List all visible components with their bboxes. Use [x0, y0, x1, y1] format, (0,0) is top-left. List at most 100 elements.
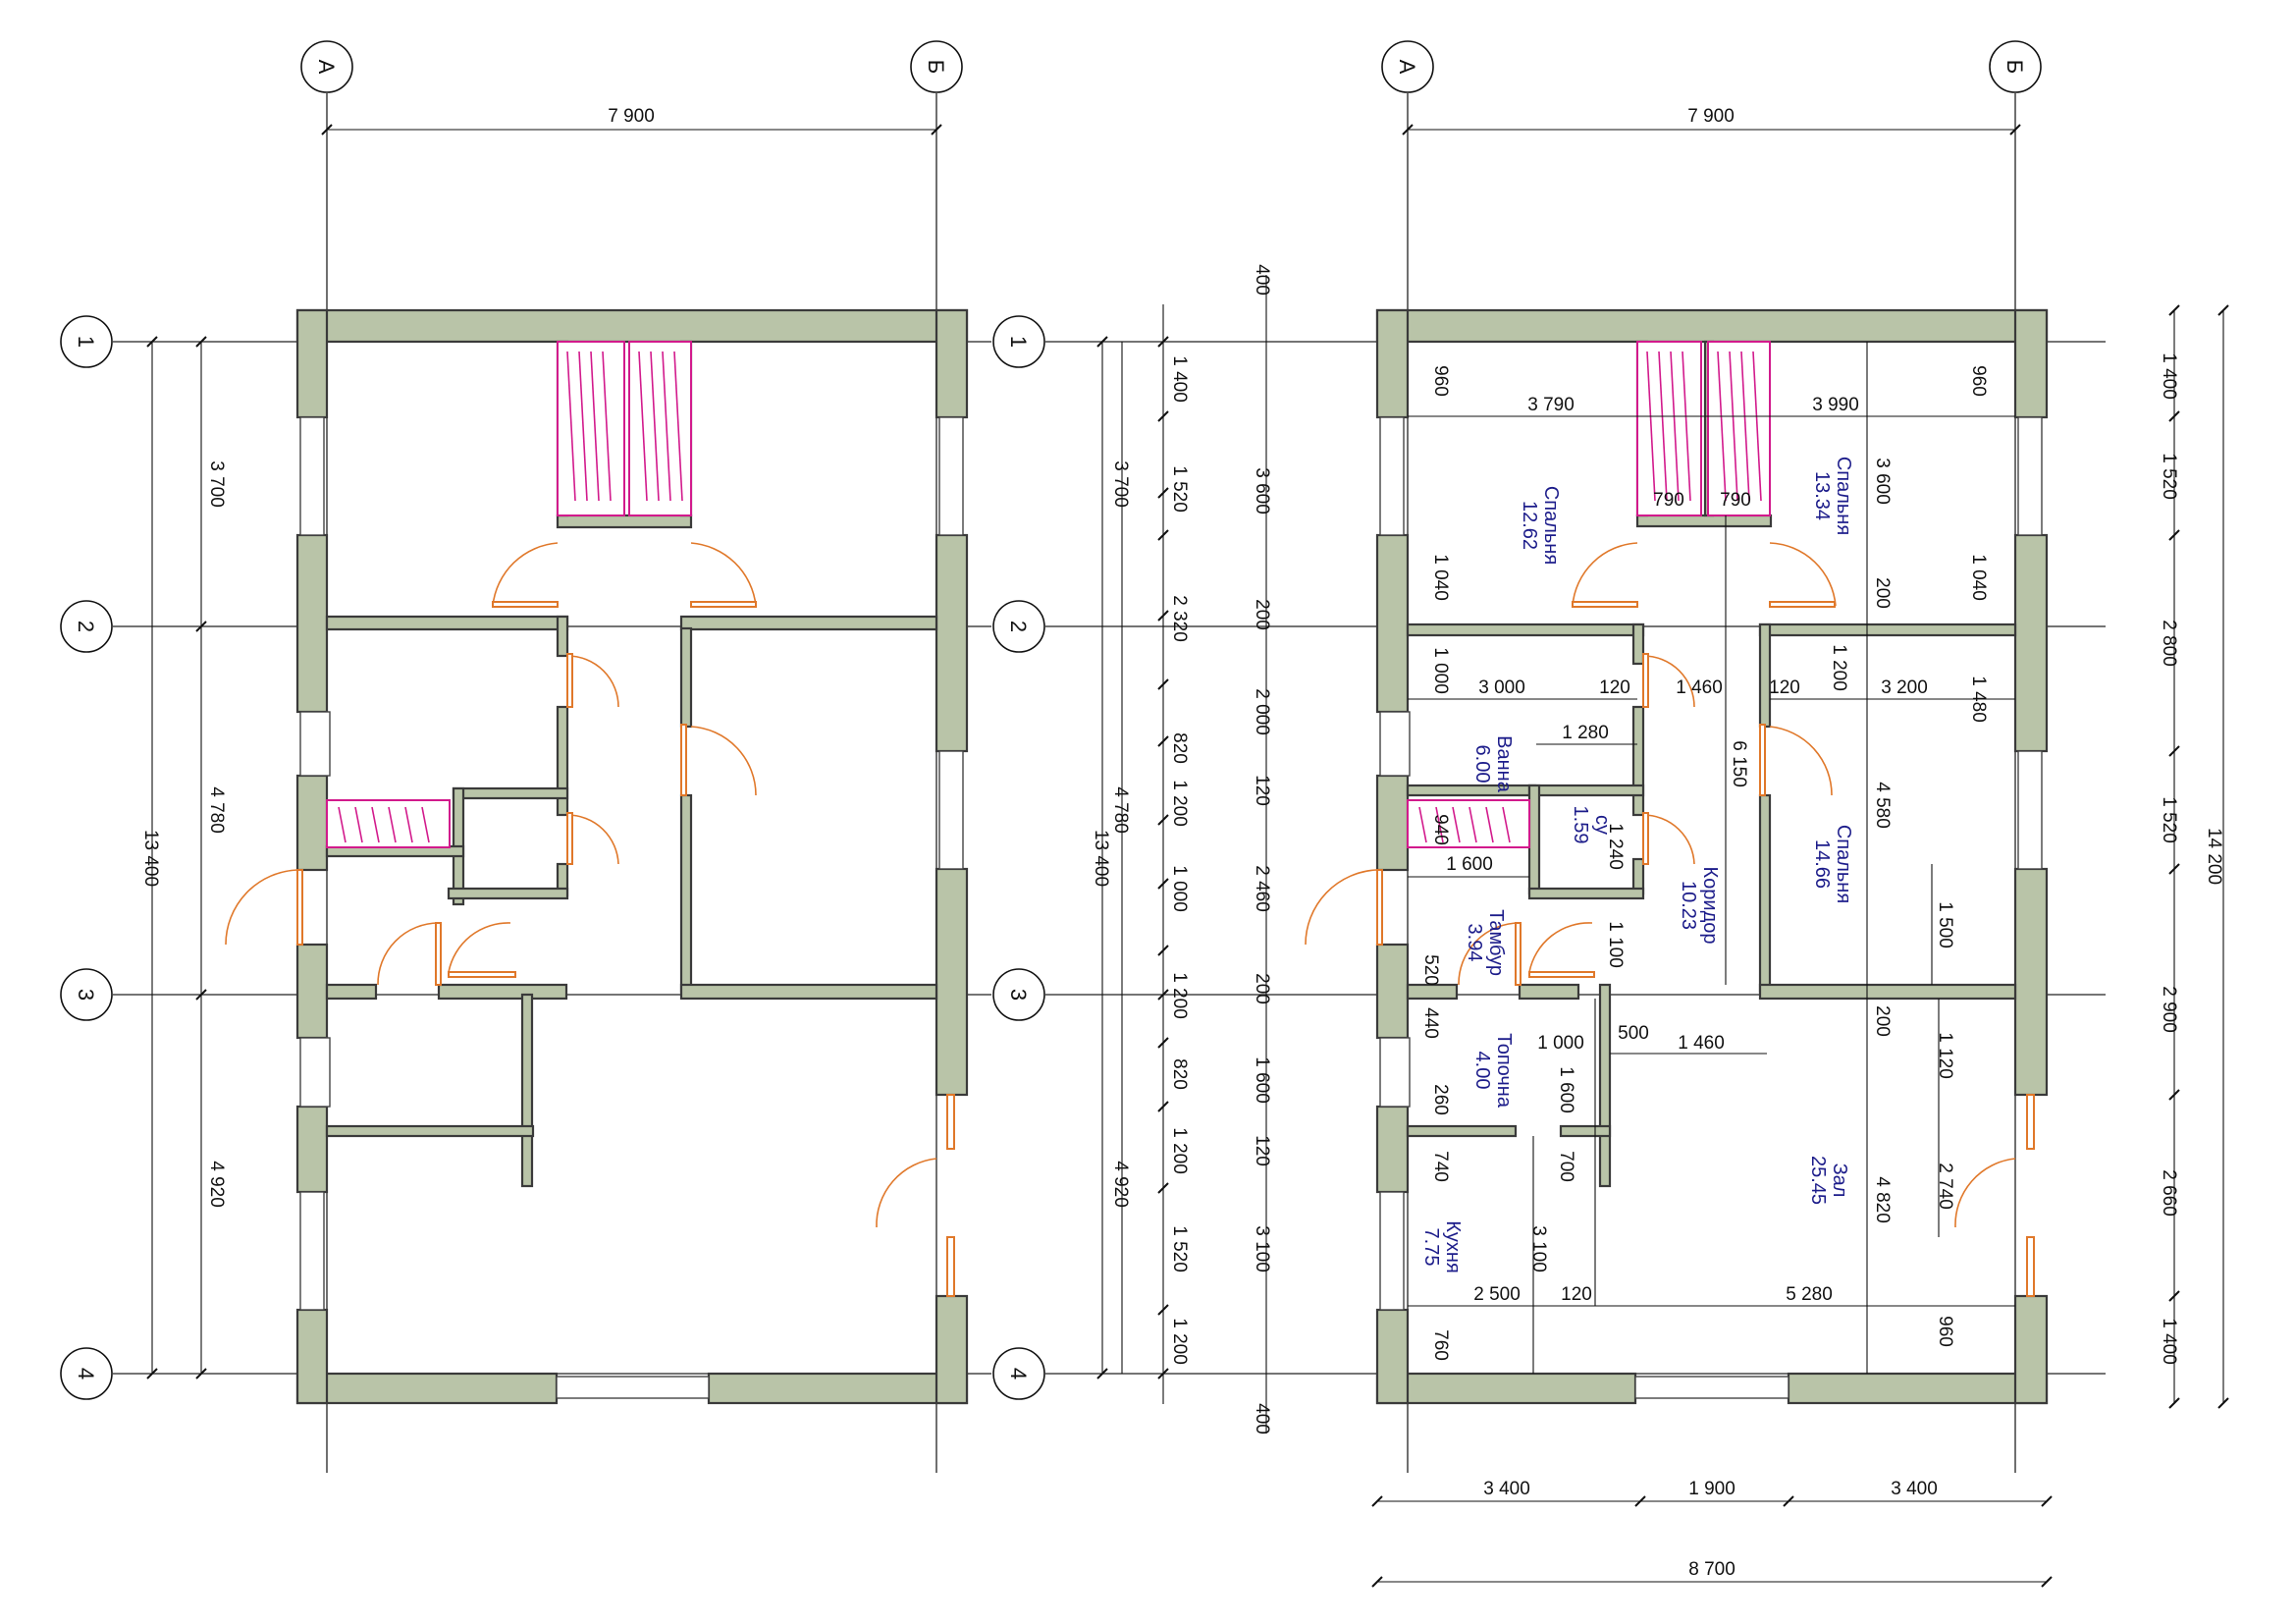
dim-440: 440: [1420, 1007, 1441, 1039]
dim-700: 700: [1556, 1151, 1576, 1182]
dim-1600a: 1 600: [1446, 854, 1493, 875]
dim-940: 940: [1430, 814, 1451, 845]
dim-1000a: 1 000: [1430, 647, 1451, 694]
room-name-4: Коридор: [1699, 867, 1721, 945]
left-chain-0: 1 400: [1169, 355, 1190, 403]
right-chain-6: 1 400: [2159, 1318, 2179, 1365]
dimension-tick: [1157, 945, 1169, 956]
dimension-tick: [1157, 336, 1169, 348]
dim-1480: 1 480: [1968, 676, 1989, 723]
room-area-2: 6.00: [1471, 745, 1493, 784]
dim-5280: 5 280: [1786, 1284, 1833, 1305]
dim-260: 260: [1430, 1084, 1451, 1115]
dim-1000b: 1 000: [1537, 1033, 1584, 1054]
right-outer-2: 4 780: [1110, 786, 1131, 834]
room-name-6: Тамбур: [1485, 909, 1507, 976]
room-area-5: 14.66: [1811, 839, 1833, 889]
dimension-tick: [2168, 745, 2180, 757]
right-axis-1: 1: [1006, 336, 1031, 348]
room-area-1: 13.34: [1811, 471, 1833, 520]
left-inner-5: 2 460: [1252, 865, 1272, 912]
left-inner-1: 3 600: [1252, 467, 1272, 514]
room-name-1: Спальня: [1833, 457, 1854, 535]
dim-1500: 1 500: [1935, 901, 1955, 948]
right-interior-dim-lines: [1408, 342, 2015, 1374]
dimension-tick: [2168, 863, 2180, 875]
left-chain-5: 1 000: [1169, 865, 1190, 912]
room-area-4: 10.23: [1678, 881, 1699, 930]
dim-4820: 4 820: [1872, 1176, 1893, 1223]
right-chain-3: 1 520: [2159, 796, 2179, 843]
right-axis-2: 2: [1006, 621, 1031, 632]
left-outer-walls: [295, 308, 969, 1405]
room-name-8: Зал: [1829, 1164, 1850, 1198]
dimension-tick: [1157, 1368, 1169, 1380]
dim-790a: 790: [1653, 490, 1684, 511]
dim-1460b: 1 460: [1678, 1033, 1725, 1054]
dimension-tick: [1157, 487, 1169, 499]
right-doors: [1305, 542, 2035, 1297]
right-axis-bubbles: А Б 1 2 3 4: [992, 40, 2042, 1400]
dimension-tick: [1157, 1304, 1169, 1316]
left-inner-8: 120: [1252, 1135, 1272, 1166]
dim-200a: 200: [1872, 577, 1893, 609]
dimension-tick: [2168, 1397, 2180, 1409]
dimension-tick: [1157, 610, 1169, 622]
left-seg-2: 4 780: [206, 786, 227, 834]
left-chain-6: 1 200: [1169, 972, 1190, 1019]
dimension-tick: [2168, 304, 2180, 316]
dim-4580: 4 580: [1872, 782, 1893, 829]
dim-200b: 200: [1872, 1005, 1893, 1037]
dimension-tick: [1157, 410, 1169, 422]
left-inner-10: 400: [1252, 1403, 1272, 1435]
dim-6150: 6 150: [1729, 740, 1749, 787]
left-chain-7: 820: [1169, 1058, 1190, 1090]
room-area-9: 7.75: [1420, 1228, 1442, 1267]
left-inner-7: 1 600: [1252, 1056, 1272, 1104]
dim-790b: 790: [1720, 490, 1751, 511]
right-chain-4: 2 900: [2159, 986, 2179, 1033]
left-axis-2: 2: [74, 621, 98, 632]
dimension-tick: [1157, 1182, 1169, 1194]
left-axis-3: 3: [74, 989, 98, 1001]
right-top-dim-text: 7 900: [1687, 106, 1735, 127]
room-area-0: 12.62: [1519, 501, 1540, 550]
room-name-3: су: [1591, 815, 1613, 835]
right-chain-2: 2 800: [2159, 620, 2179, 667]
room-area-6: 3.94: [1464, 924, 1485, 962]
dim-500: 500: [1618, 1023, 1649, 1044]
dim-120b: 120: [1769, 677, 1800, 698]
room-area-7: 4.00: [1471, 1052, 1493, 1090]
dim-520: 520: [1420, 954, 1441, 986]
room-area-3: 1.59: [1570, 806, 1591, 844]
right-axis-b: Б: [2002, 60, 2027, 74]
left-chain-1: 1 520: [1169, 465, 1190, 513]
bottom-seg-1: 3 400: [1483, 1479, 1530, 1499]
dimension-tick: [1157, 878, 1169, 890]
bottom-total: 8 700: [1688, 1559, 1735, 1580]
left-inner-6: 200: [1252, 973, 1272, 1004]
dim-3990: 3 990: [1812, 395, 1859, 415]
right-bottom-dimensions: 3 400 1 900 3 400 8 700: [1371, 1479, 2053, 1588]
dim-960c: 960: [1935, 1316, 1955, 1347]
dim-1200: 1 200: [1829, 644, 1849, 691]
room-name-9: Кухня: [1442, 1220, 1464, 1273]
left-wardrobes: [326, 341, 692, 848]
room-name-5: Спальня: [1833, 825, 1854, 903]
left-chain-10: 1 200: [1169, 1318, 1190, 1365]
right-outer-3: 4 920: [1110, 1161, 1131, 1208]
dimension-tick: [1157, 678, 1169, 690]
dim-960a: 960: [1430, 365, 1451, 397]
dim-2500: 2 500: [1473, 1284, 1521, 1305]
right-chain-0: 1 400: [2159, 352, 2179, 400]
right-wardrobes: [1407, 341, 1771, 848]
right-interior-dim-texts: 960 3 790 3 990 960 790 790 3 600 1 040 …: [1420, 365, 1989, 1361]
left-chain-4: 1 200: [1169, 780, 1190, 827]
left-chain-3: 820: [1169, 732, 1190, 764]
left-axis-4: 4: [74, 1368, 98, 1380]
dim-120c: 120: [1561, 1284, 1592, 1305]
dim-1460a: 1 460: [1676, 677, 1723, 698]
